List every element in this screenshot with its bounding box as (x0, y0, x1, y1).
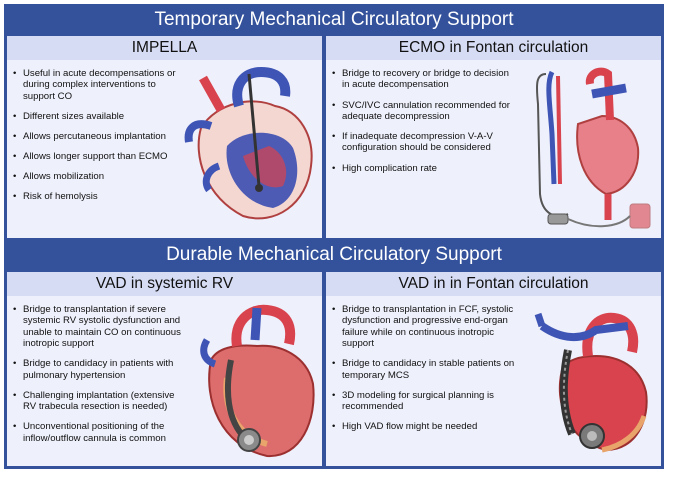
impella-title: IMPELLA (7, 36, 322, 60)
impella-item: Useful in acute decompensations or durin… (13, 68, 181, 102)
ecmo-panel: ECMO in Fontan circulation Bridge to rec… (326, 36, 661, 238)
ecmo-list: Bridge to recovery or bridge to decision… (332, 68, 512, 183)
impella-item: Allows percutaneous implantation (13, 131, 181, 143)
vad-fontan-item: Bridge to transplantation in FCF, systol… (332, 304, 517, 350)
ecmo-title: ECMO in Fontan circulation (326, 36, 661, 60)
vad-rv-panel: VAD in systemic RV Bridge to transplanta… (7, 272, 322, 466)
vad-fontan-item: 3D modeling for surgical planning is rec… (332, 390, 517, 413)
ecmo-item: High complication rate (332, 163, 512, 175)
temporary-support-header: Temporary Mechanical Circulatory Support (154, 9, 514, 30)
vad-fontan-item: High VAD flow might be needed (332, 421, 517, 433)
impella-item: Allows mobilization (13, 171, 181, 183)
ecmo-item: SVC/IVC cannulation recommended for adeq… (332, 100, 512, 123)
vad-rv-title: VAD in systemic RV (7, 272, 322, 296)
ecmo-item: If inadequate decompression V-A-V config… (332, 131, 512, 154)
vad-fontan-panel: VAD in in Fontan circulation Bridge to t… (326, 272, 661, 466)
vad-fontan-list: Bridge to transplantation in FCF, systol… (332, 304, 517, 441)
impella-item: Allows longer support than ECMO (13, 151, 181, 163)
vad-fontan-title: VAD in in Fontan circulation (326, 272, 661, 296)
ecmo-item: Bridge to recovery or bridge to decision… (332, 68, 512, 91)
impella-heart-illustration (184, 66, 313, 220)
vad-fontan-body: Bridge to transplantation in FCF, systol… (326, 296, 661, 466)
vad-rv-item: Unconventional positioning of the inflow… (13, 421, 188, 444)
ecmo-body: Bridge to recovery or bridge to decision… (326, 60, 661, 238)
vad-rv-item: Bridge to transplantation if severe syst… (13, 304, 188, 350)
vad-fontan-item: Bridge to candidacy in stable patients o… (332, 358, 517, 381)
durable-support-header: Durable Mechanical Circulatory Support (166, 244, 502, 265)
impella-item: Risk of hemolysis (13, 191, 181, 203)
impella-item: Different sizes available (13, 111, 181, 123)
vad-rv-list: Bridge to transplantation if severe syst… (13, 304, 188, 453)
impella-body: Useful in acute decompensations or durin… (7, 60, 322, 238)
vad-rv-item: Bridge to candidacy in patients with pul… (13, 358, 188, 381)
vad-fontan-heart-illustration (534, 312, 648, 453)
vad-rv-body: Bridge to transplantation if severe syst… (7, 296, 322, 466)
infographic-frame: Temporary Mechanical Circulatory Support… (4, 4, 664, 469)
impella-panel: IMPELLA Useful in acute decompensations … (7, 36, 322, 238)
vad-systemic-rv-heart-illustration (200, 304, 315, 458)
vad-rv-item: Challenging implantation (extensive RV t… (13, 390, 188, 413)
impella-list: Useful in acute decompensations or durin… (13, 68, 181, 211)
ecmo-fontan-illustration (536, 67, 651, 229)
